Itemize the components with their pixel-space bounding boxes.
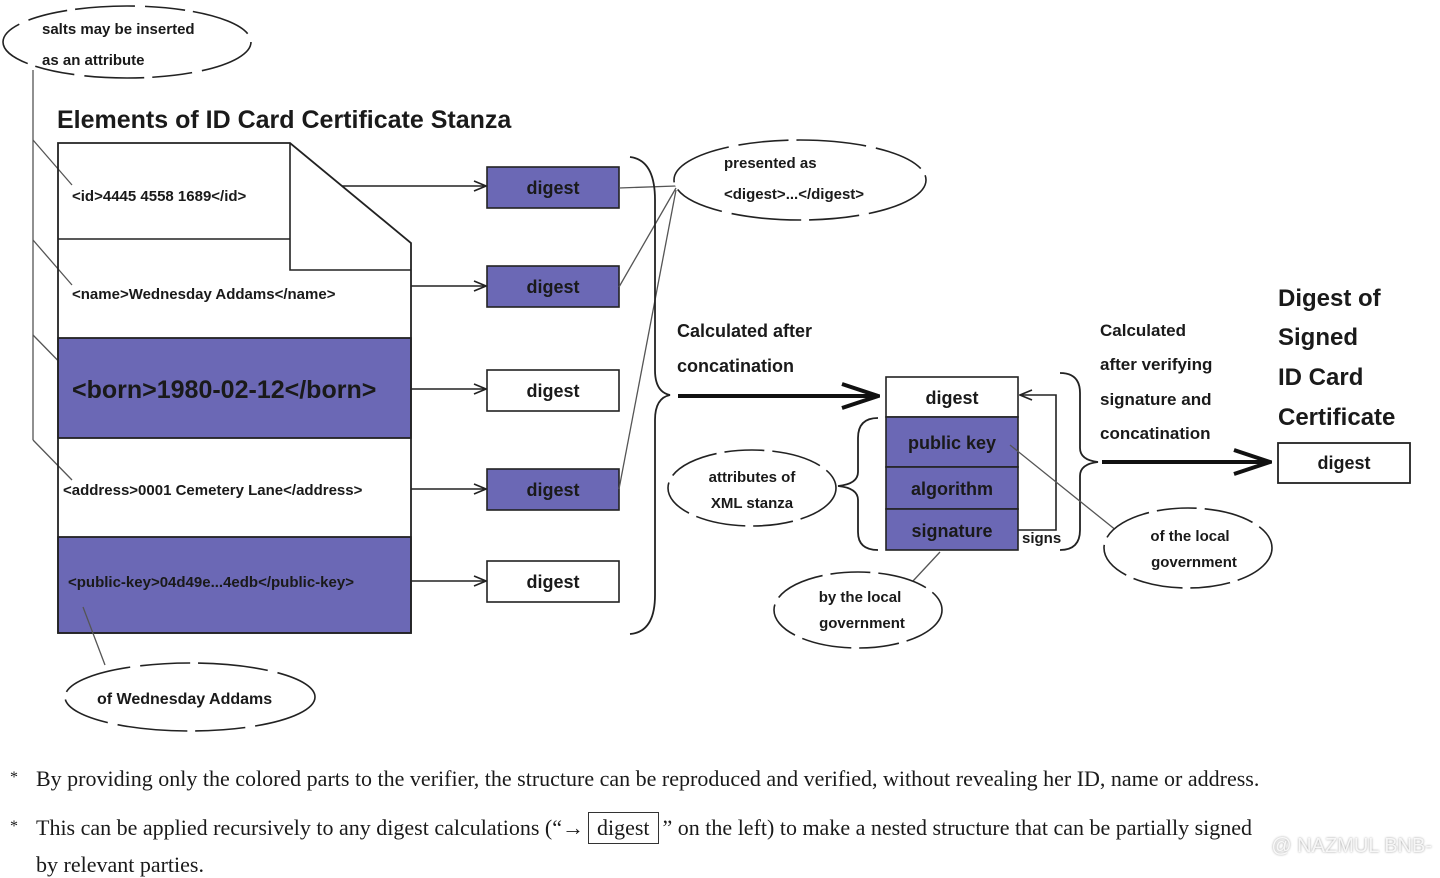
presented-leader-lines bbox=[618, 185, 677, 490]
attributes-brace bbox=[837, 417, 879, 551]
signer-callout-line1: by the local bbox=[819, 589, 902, 606]
element-born: <born>1980-02-12</born> bbox=[72, 376, 376, 404]
result-title-line2: Signed bbox=[1278, 324, 1358, 351]
verify-brace bbox=[1059, 372, 1099, 551]
concat-brace bbox=[629, 156, 671, 635]
note-2-text-after: ” on the left) to make a nested structur… bbox=[662, 815, 1253, 840]
result-title-line1: Digest of bbox=[1278, 285, 1382, 312]
digest-box-name: digest bbox=[486, 265, 620, 308]
presented-callout-line1: presented as bbox=[724, 155, 817, 172]
attributes-callout-line1: attributes of bbox=[709, 469, 797, 486]
digest-label: digest bbox=[526, 381, 579, 401]
digest-label: digest bbox=[526, 277, 579, 297]
verify-label-line4: concatination bbox=[1100, 424, 1211, 443]
concat-label-line2: concatination bbox=[677, 356, 794, 376]
owner-callout-text: of Wednesday Addams bbox=[97, 691, 272, 708]
watermark: @ NAZMUL BNB- bbox=[1271, 835, 1432, 857]
note-1: * By providing only the colored parts to … bbox=[10, 766, 1259, 792]
salts-leader-lines bbox=[32, 70, 76, 481]
signed-stanza: digest public key algorithm signature bbox=[885, 376, 1019, 551]
element-public-key: <public-key>04d49e...4edb</public-key> bbox=[68, 574, 354, 591]
stanza-title: Elements of ID Card Certificate Stanza bbox=[57, 106, 512, 134]
result-title-line4: Certificate bbox=[1278, 404, 1395, 431]
verify-label-line3: signature and bbox=[1100, 390, 1211, 409]
signs-arrow bbox=[1018, 395, 1057, 531]
element-address: <address>0001 Cemetery Lane</address> bbox=[63, 482, 363, 499]
signer-leader-line bbox=[912, 551, 941, 582]
salts-callout: salts may be inserted as an attribute bbox=[2, 5, 252, 79]
note-2-digest-box: digest bbox=[587, 812, 659, 844]
presented-callout-line2: <digest>...</digest> bbox=[724, 186, 864, 203]
note-3: by relevant parties. bbox=[10, 852, 204, 878]
element-id: <id>4445 4558 1689</id> bbox=[72, 188, 247, 205]
digest-box-public-key: digest bbox=[486, 560, 620, 603]
verify-label-line2: after verifying bbox=[1100, 355, 1212, 374]
result-title-line3: ID Card bbox=[1278, 364, 1363, 391]
signer-callout-line2: government bbox=[819, 615, 905, 632]
attributes-callout-line2: XML stanza bbox=[711, 495, 794, 512]
public-key-label: public key bbox=[908, 433, 996, 453]
presented-callout: presented as <digest>...</digest> bbox=[673, 139, 927, 221]
owner-callout: of Wednesday Addams bbox=[64, 662, 316, 732]
signed-digest-label: digest bbox=[925, 388, 978, 408]
digest-box-born: digest bbox=[486, 369, 620, 412]
salts-callout-line1: salts may be inserted bbox=[42, 21, 195, 38]
element-arrows bbox=[342, 186, 486, 581]
result-digest-box: digest bbox=[1277, 442, 1411, 484]
salts-callout-line2: as an attribute bbox=[42, 52, 145, 69]
note-bullet: * bbox=[10, 818, 18, 835]
signs-label: signs bbox=[1022, 530, 1061, 547]
key-owner-callout-line2: government bbox=[1151, 554, 1237, 571]
note-3-text: by relevant parties. bbox=[36, 852, 204, 877]
algorithm-label: algorithm bbox=[911, 479, 993, 499]
digest-box-address: digest bbox=[486, 468, 620, 511]
key-owner-leader-line bbox=[1009, 444, 1123, 536]
digest-label: digest bbox=[526, 480, 579, 500]
digest-label: digest bbox=[526, 178, 579, 198]
note-bullet: * bbox=[10, 769, 18, 786]
result-digest-label: digest bbox=[1317, 453, 1370, 473]
stanza-document bbox=[57, 142, 412, 634]
note-2-text-before: This can be applied recursively to any d… bbox=[36, 815, 584, 840]
verify-label-line1: Calculated bbox=[1100, 321, 1186, 340]
owner-leader-line bbox=[82, 606, 106, 666]
key-owner-callout-line1: of the local bbox=[1150, 528, 1229, 545]
digest-label: digest bbox=[526, 572, 579, 592]
note-2: * This can be applied recursively to any … bbox=[10, 812, 1252, 844]
digest-box-id: digest bbox=[486, 166, 620, 209]
concat-label-line1: Calculated after bbox=[677, 321, 812, 341]
signer-callout: by the local government bbox=[773, 571, 943, 649]
signature-label: signature bbox=[911, 521, 992, 541]
key-owner-callout: of the local government bbox=[1103, 507, 1273, 589]
element-name: <name>Wednesday Addams</name> bbox=[72, 286, 336, 303]
note-1-text: By providing only the colored parts to t… bbox=[36, 766, 1260, 791]
attributes-callout: attributes of XML stanza bbox=[667, 449, 837, 527]
